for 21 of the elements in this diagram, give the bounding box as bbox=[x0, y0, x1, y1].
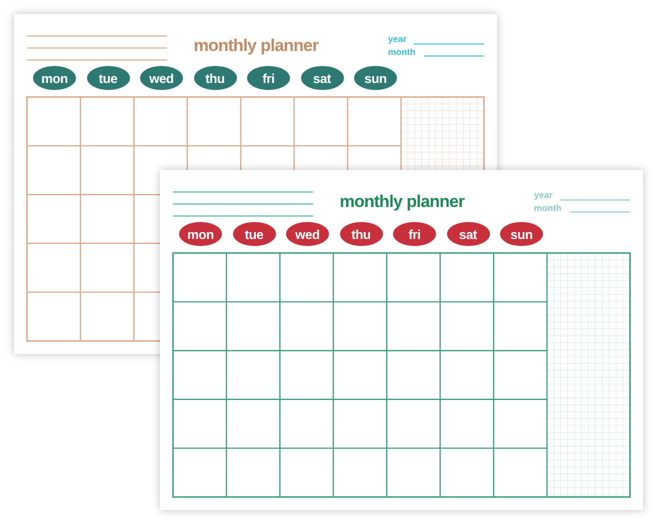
day-label: wed bbox=[286, 222, 329, 246]
day-label: wed bbox=[140, 66, 183, 90]
month-label: month bbox=[388, 47, 416, 57]
day-label: sat bbox=[446, 222, 490, 246]
day-label: tue bbox=[86, 66, 130, 90]
year-label: year bbox=[534, 190, 553, 200]
planner-title: monthly planner bbox=[194, 36, 318, 56]
month-label: month bbox=[534, 203, 562, 213]
day-label: fri bbox=[247, 66, 290, 90]
day-label: mon bbox=[179, 222, 222, 246]
day-label: sat bbox=[300, 66, 344, 90]
day-label: tue bbox=[232, 222, 276, 246]
day-label: sun bbox=[354, 66, 397, 90]
day-label: thu bbox=[340, 222, 382, 246]
day-label: thu bbox=[194, 66, 236, 90]
day-label: mon bbox=[33, 66, 76, 90]
year-label: year bbox=[388, 34, 407, 44]
planner-title: monthly planner bbox=[340, 192, 464, 212]
planner-sheet bbox=[160, 170, 643, 510]
day-label: sun bbox=[500, 222, 543, 246]
day-label: fri bbox=[393, 222, 436, 246]
